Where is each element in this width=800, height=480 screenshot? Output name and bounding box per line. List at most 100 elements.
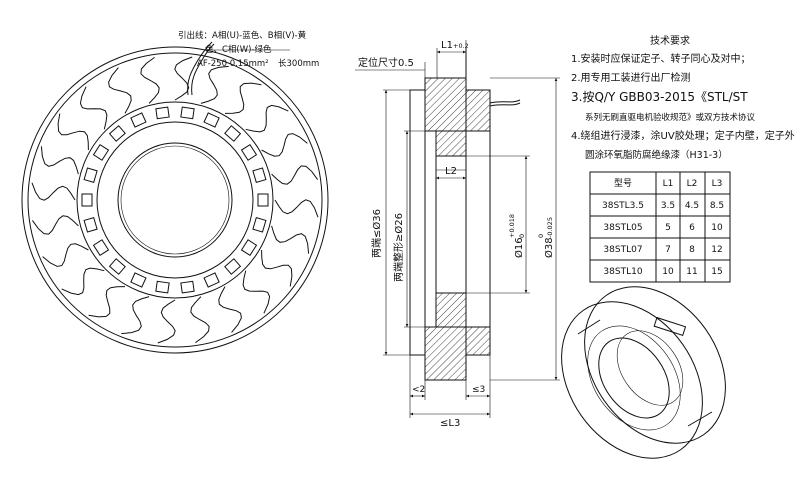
winding-wave bbox=[271, 165, 319, 185]
stator-slot bbox=[240, 239, 258, 257]
table-cell: 3.5 bbox=[661, 201, 675, 211]
dim-l1-tol: +0.2 bbox=[453, 42, 469, 50]
req-title: 技术要求 bbox=[650, 34, 690, 47]
section-view bbox=[355, 40, 560, 418]
table-header-cell: L2 bbox=[687, 179, 698, 189]
section-wire bbox=[489, 99, 521, 104]
lead-wire bbox=[187, 41, 213, 96]
stator-slot bbox=[92, 143, 110, 161]
winding-wave bbox=[261, 249, 293, 287]
lead-length: 长300mm bbox=[278, 58, 319, 69]
dim-inner-dia: Ø16 bbox=[513, 237, 525, 258]
stator-slot bbox=[180, 106, 195, 120]
iso-ring bbox=[587, 325, 681, 431]
stator-slot bbox=[81, 193, 93, 207]
winding-wave bbox=[79, 86, 108, 130]
table-cell: 10 bbox=[662, 267, 674, 277]
stator-slot bbox=[252, 167, 267, 183]
stator-slot bbox=[224, 125, 242, 142]
table-cell: 38STL05 bbox=[603, 223, 642, 233]
stator-slot bbox=[130, 272, 147, 288]
stator-slot bbox=[83, 167, 98, 183]
table-header-cell: L3 bbox=[712, 179, 723, 189]
winding-wave bbox=[31, 182, 76, 201]
dim-outer-tol-low: -0.025 bbox=[546, 217, 554, 238]
winding-wave bbox=[31, 215, 79, 235]
winding-wave bbox=[200, 65, 229, 104]
outer-circle bbox=[21, 46, 329, 354]
table-header-cell: L1 bbox=[663, 179, 674, 189]
req-item-1: 1.安装时应保证定子、转子同心及对中； bbox=[571, 52, 751, 65]
stator-slot bbox=[203, 112, 220, 128]
dim-positioning: 定位尺寸0.5 bbox=[358, 56, 414, 69]
req-item-3: 3.按Q/Y GBB03-2015《STL/ST bbox=[571, 90, 748, 104]
winding-wave bbox=[108, 67, 132, 114]
winding-wave bbox=[261, 133, 308, 157]
lead-wire-2 bbox=[191, 43, 215, 96]
dim-outer-tol-up: 0 bbox=[537, 234, 545, 238]
iso-outer-front bbox=[561, 301, 703, 459]
winding-wave bbox=[61, 267, 105, 296]
table-cell: 6 bbox=[689, 223, 695, 233]
winding-wave bbox=[121, 296, 150, 335]
front-view bbox=[21, 41, 329, 354]
lower-hatch bbox=[424, 326, 467, 381]
stator-slot bbox=[252, 217, 267, 233]
table-cell: 10 bbox=[711, 223, 723, 233]
dim-inner-tol-low: 0 bbox=[518, 234, 526, 238]
winding-wave bbox=[174, 56, 193, 101]
dim-outer-dia: Ø38 bbox=[543, 237, 555, 258]
stator-slot bbox=[240, 143, 258, 161]
req-item-4: 系列无刷直驱电机验收规范》或双方技术协议 bbox=[585, 112, 756, 123]
bore-inner-circle bbox=[120, 145, 230, 255]
dim-outer-ends: 两端≤Ø36 bbox=[370, 209, 383, 258]
dim-inner-ends: 两端整形≥Ø26 bbox=[392, 213, 405, 282]
ring-outer bbox=[76, 101, 274, 299]
lead-spec: AF-250 0.15mm² bbox=[197, 59, 269, 69]
stator-slot bbox=[155, 106, 170, 120]
req-item-5: 4.绕组进行浸漆，涂UV胶处理；定子内壁，定子外 bbox=[571, 129, 795, 142]
table-cell: 15 bbox=[711, 267, 722, 277]
table-cell: 38STL07 bbox=[603, 245, 642, 255]
stator-slot bbox=[108, 125, 126, 142]
dim-left-end: <2 bbox=[412, 385, 425, 395]
table-cell: 38STL3.5 bbox=[602, 201, 644, 211]
winding-waves bbox=[31, 56, 319, 344]
winding-wave bbox=[42, 243, 89, 267]
table-cell: 8 bbox=[689, 245, 695, 255]
isometric-view bbox=[561, 286, 726, 459]
winding-wave bbox=[40, 146, 79, 175]
stator-slot bbox=[83, 217, 98, 233]
table-cell: 12 bbox=[711, 245, 722, 255]
stator-slots bbox=[81, 106, 269, 294]
upper-hatch-right bbox=[465, 89, 491, 132]
table-cell: 8.5 bbox=[710, 201, 724, 211]
winding-wave bbox=[242, 270, 271, 314]
stator-slot bbox=[92, 239, 110, 257]
iso-bore-back bbox=[616, 330, 684, 406]
winding-wave bbox=[57, 113, 89, 151]
stator-slot bbox=[203, 272, 220, 288]
stator-slot bbox=[130, 112, 147, 128]
dim-inner-tol-up: +0.018 bbox=[508, 214, 516, 238]
table-header-cell: 型号 bbox=[614, 178, 632, 189]
lower-hatch-right bbox=[465, 326, 491, 356]
bore-circle bbox=[117, 142, 233, 258]
upper-core bbox=[435, 130, 467, 157]
spec-table bbox=[589, 171, 731, 283]
winding-wave bbox=[224, 82, 262, 114]
lower-core bbox=[435, 292, 467, 328]
table-cell: 7 bbox=[665, 245, 671, 255]
iso-key bbox=[653, 316, 687, 337]
stator-slot bbox=[108, 258, 126, 275]
upper-hatch bbox=[424, 77, 467, 132]
winding-wave bbox=[274, 199, 319, 218]
dim-l1: L1 bbox=[441, 40, 453, 51]
stator-slot bbox=[224, 258, 242, 275]
dim-l2: L2 bbox=[445, 166, 457, 177]
outer-circle-inner bbox=[27, 52, 323, 348]
stator-slot bbox=[257, 193, 269, 207]
winding-wave bbox=[190, 296, 210, 344]
table-cell: 11 bbox=[686, 267, 697, 277]
